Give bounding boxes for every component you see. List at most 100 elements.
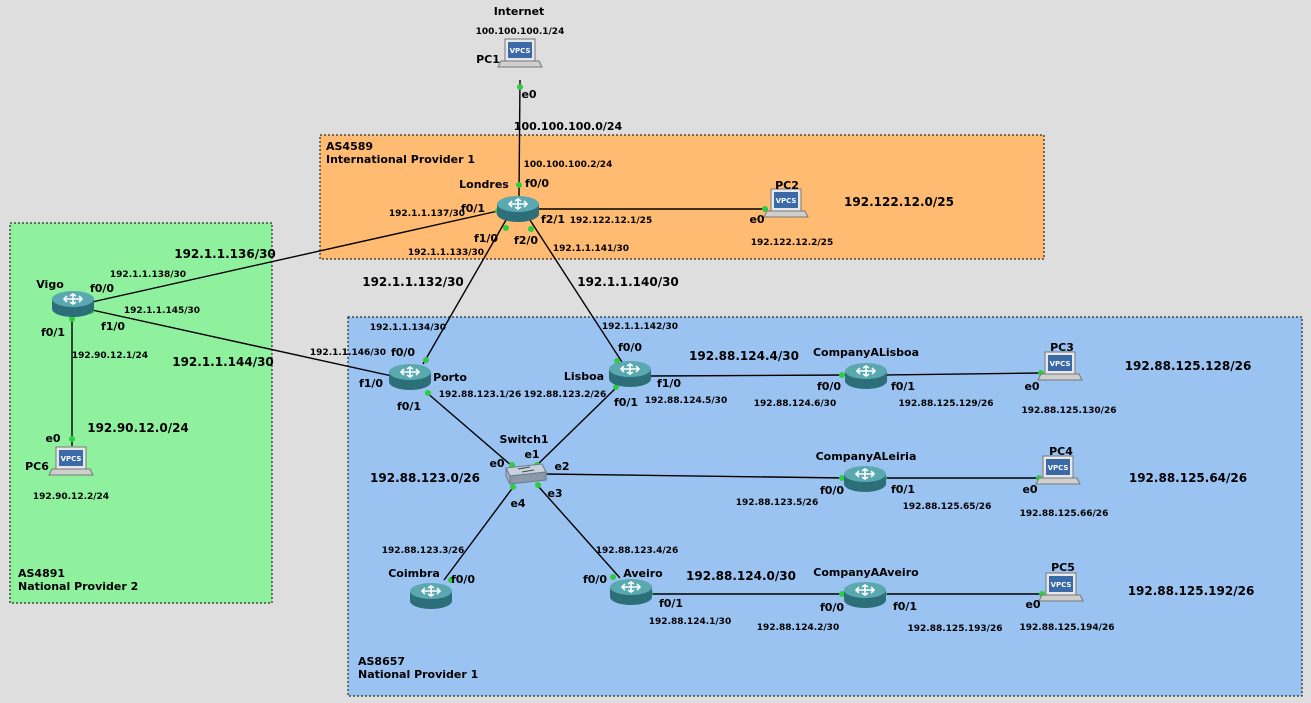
- porto-name: Porto: [433, 371, 467, 384]
- area-as4589-title: AS4589: [326, 140, 373, 153]
- pc5-name: PC5: [1051, 561, 1075, 574]
- router-company-lisboa[interactable]: [844, 362, 888, 390]
- ip-label: 192.88.125.129/26: [899, 399, 994, 409]
- router-icon: [51, 290, 95, 318]
- router-aveiro[interactable]: [609, 578, 653, 606]
- port-indicator: [423, 357, 429, 363]
- vigo-name: Vigo: [36, 278, 64, 291]
- port-label: f0/0: [90, 282, 114, 295]
- link-switch-aveiro[interactable]: [537, 485, 621, 579]
- pc4-name: PC4: [1049, 445, 1073, 458]
- port-label: e1: [524, 448, 539, 461]
- link-switch-coimbra[interactable]: [443, 485, 515, 581]
- port-label: f0/0: [583, 573, 607, 586]
- port-label: f2/0: [514, 234, 538, 247]
- network-label-1240: 192.88.124.0/30: [686, 569, 796, 583]
- port-label: f0/1: [893, 600, 917, 613]
- router-icon: [409, 582, 453, 610]
- link-switch-companyleiria[interactable]: [543, 473, 847, 479]
- area-as8657[interactable]: [347, 316, 1303, 697]
- company-leiria-name: CompanyALeiria: [816, 450, 917, 463]
- port-label: f0/0: [820, 484, 844, 497]
- link-londres-lisboa[interactable]: [529, 219, 623, 363]
- port-label: e0: [489, 457, 504, 470]
- pc-pc1[interactable]: VPCS: [497, 38, 543, 68]
- router-vigo[interactable]: [51, 290, 95, 318]
- port-label: e0: [1024, 380, 1039, 393]
- vpcs-badge: VPCS: [1050, 360, 1071, 368]
- router-icon: [843, 581, 887, 609]
- ip-label: 192.88.123.3/26: [382, 546, 464, 556]
- link-pc1-londres[interactable]: [518, 79, 521, 197]
- area-as4891[interactable]: [9, 222, 273, 604]
- link-londres-porto[interactable]: [422, 219, 507, 365]
- port-indicator: [69, 436, 75, 442]
- router-icon: [843, 465, 887, 493]
- ip-label: 192.88.124.2/30: [757, 623, 839, 633]
- router-company-aveiro[interactable]: [843, 581, 887, 609]
- router-coimbra[interactable]: [409, 582, 453, 610]
- port-indicator: [610, 574, 616, 580]
- ip-label: 192.1.1.138/30: [110, 270, 186, 280]
- port-label: e0: [1022, 483, 1037, 496]
- router-lisboa[interactable]: [608, 360, 652, 388]
- network-label-136: 192.1.1.136/30: [174, 247, 276, 261]
- pc2-ip-label: 192.122.12.2/25: [751, 238, 833, 248]
- ip-label: 192.90.12.1/24: [72, 351, 148, 361]
- link-lisboa-switch[interactable]: [535, 385, 619, 467]
- router-porto[interactable]: [388, 363, 432, 391]
- ip-label: 192.88.123.4/26: [596, 546, 678, 556]
- port-indicator: [425, 390, 431, 396]
- pc-pc3[interactable]: VPCS: [1037, 351, 1083, 381]
- link-companylisboa-pc3[interactable]: [885, 372, 1041, 376]
- coimbra-name: Coimbra: [388, 567, 440, 580]
- network-label-132: 192.1.1.132/30: [362, 275, 464, 289]
- link-lisboa-companylisboa[interactable]: [649, 374, 847, 377]
- router-icon: [609, 578, 653, 606]
- pc6-ip-label: 192.90.12.2/24: [33, 492, 109, 502]
- port-label: f0/0: [817, 380, 841, 393]
- ip-label: 192.122.12.1/25: [570, 216, 652, 226]
- port-indicator: [503, 225, 509, 231]
- link-londres-vigo[interactable]: [91, 210, 499, 303]
- port-indicator: [535, 482, 541, 488]
- network-label-140: 192.1.1.140/30: [577, 275, 679, 289]
- port-indicator: [517, 84, 523, 90]
- network-label-125192: 192.88.125.192/26: [1128, 584, 1255, 598]
- pc-pc6[interactable]: VPCS: [48, 446, 94, 476]
- area-as4589[interactable]: [319, 134, 1045, 260]
- pc-pc4[interactable]: VPCS: [1035, 455, 1081, 485]
- area-as4891-subtitle: National Provider 2: [18, 580, 138, 593]
- pc-pc2[interactable]: VPCS: [763, 188, 809, 218]
- port-label: f0/1: [461, 202, 485, 215]
- network-label-1244: 192.88.124.4/30: [689, 349, 799, 363]
- port-indicator: [69, 316, 75, 322]
- router-icon: [496, 195, 540, 223]
- port-indicator: [510, 484, 516, 490]
- router-company-leiria[interactable]: [843, 465, 887, 493]
- router-londres[interactable]: [496, 195, 540, 223]
- port-label: f1/0: [657, 377, 681, 390]
- router-icon: [608, 360, 652, 388]
- ip-label: 192.1.1.133/30: [408, 248, 484, 258]
- switch-switch1[interactable]: [505, 463, 547, 485]
- pc-pc5[interactable]: VPCS: [1038, 572, 1084, 602]
- port-label: f0/1: [41, 326, 65, 339]
- port-label: f0/1: [659, 597, 683, 610]
- ip-label: 192.88.123.2/26: [524, 390, 606, 400]
- internet-ip-label: 100.100.100.1/24: [476, 27, 565, 37]
- port-label: f0/1: [891, 380, 915, 393]
- ip-label: 192.1.1.145/30: [124, 306, 200, 316]
- port-label: f1/0: [101, 320, 125, 333]
- company-lisboa-name: CompanyALisboa: [813, 346, 919, 359]
- company-aveiro-name: CompanyAAveiro: [813, 566, 919, 579]
- port-indicator: [839, 591, 845, 597]
- ip-label: 192.88.124.1/30: [649, 617, 731, 627]
- port-label: f1/0: [474, 232, 498, 245]
- port-label: e0: [749, 213, 764, 226]
- link-vigo-porto[interactable]: [91, 309, 393, 377]
- link-porto-switch[interactable]: [425, 391, 513, 467]
- ip-label: 192.1.1.141/30: [553, 244, 629, 254]
- network-label-144: 192.1.1.144/30: [172, 355, 274, 369]
- port-label: f1/0: [359, 377, 383, 390]
